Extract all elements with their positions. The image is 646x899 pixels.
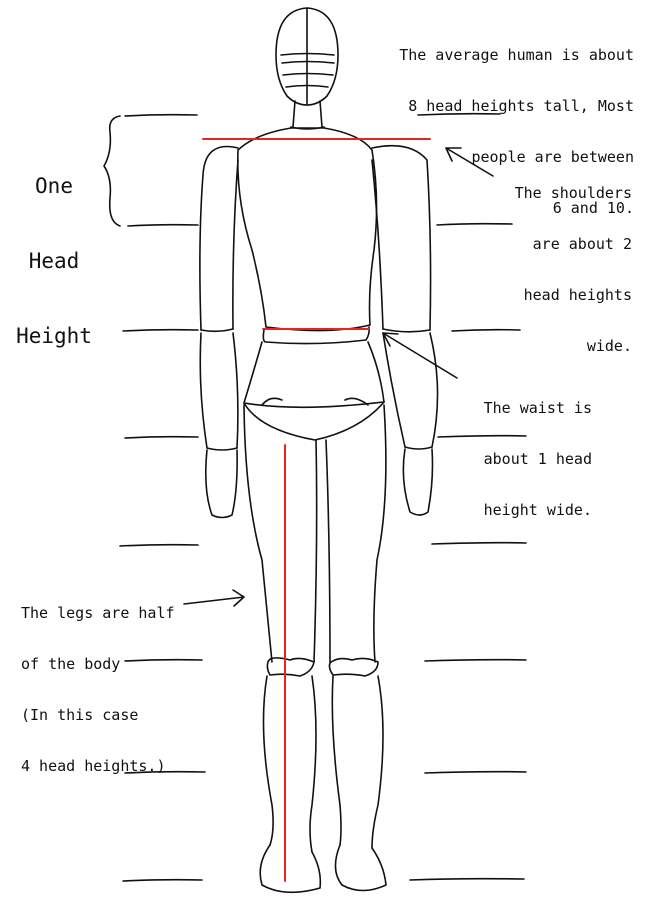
pelvis-crease: [262, 398, 368, 405]
note-line: 4 head heights.): [21, 758, 175, 775]
legs-note: The legs are half of the body (In this c…: [21, 571, 175, 809]
left-leg: [244, 405, 320, 892]
head: [276, 8, 338, 105]
guide-line: [125, 115, 197, 116]
note-line: (In this case: [21, 707, 175, 724]
guide-line: [425, 772, 526, 773]
guide-line: [128, 225, 198, 226]
note-line: The waist is: [484, 400, 592, 417]
left-arm: [200, 147, 238, 518]
note-line: are about 2: [515, 236, 632, 253]
note-line: 8 head heights tall, Most: [399, 98, 634, 115]
head-height-label: One Head Height: [6, 124, 102, 399]
guide-line: [123, 330, 198, 331]
note-line: The legs are half: [21, 605, 175, 622]
note-line: about 1 head: [484, 451, 592, 468]
note-line: head heights: [515, 287, 632, 304]
label-line: Head: [6, 249, 102, 274]
guide-line: [425, 660, 526, 661]
pelvis: [244, 342, 384, 440]
guide-line: [410, 879, 524, 880]
shoulders-note: The shoulders are about 2 head heights w…: [515, 151, 632, 389]
waist-note: The waist is about 1 head height wide.: [484, 366, 592, 553]
note-line: The shoulders: [515, 185, 632, 202]
note-line: of the body: [21, 656, 175, 673]
guide-line: [120, 545, 198, 546]
head-height-brace: [104, 116, 120, 226]
right-leg: [326, 405, 386, 891]
note-line: The average human is about: [399, 47, 634, 64]
legs-arrow: [184, 590, 244, 606]
guide-line: [452, 330, 520, 331]
torso: [238, 128, 377, 331]
label-line: Height: [6, 324, 102, 349]
guide-line: [123, 880, 202, 881]
waist-arrow: [383, 333, 457, 378]
guide-line: [125, 437, 198, 438]
note-line: height wide.: [484, 502, 592, 519]
note-line: wide.: [515, 338, 632, 355]
label-line: One: [6, 174, 102, 199]
